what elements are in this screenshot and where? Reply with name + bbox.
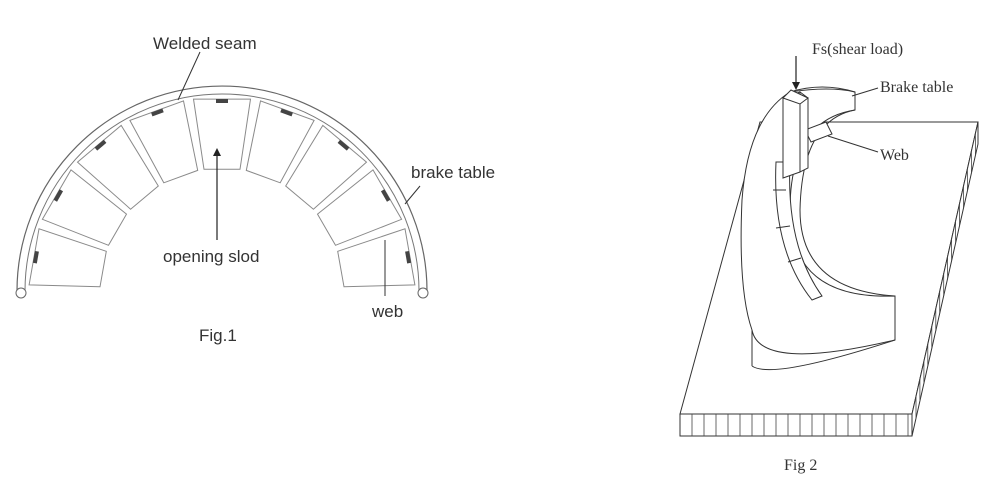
base-plate-side-ticks: [915, 133, 976, 419]
web-segment: [316, 169, 403, 246]
web-segment: [129, 100, 199, 184]
leader-brake-table: [404, 185, 421, 205]
weld-mark: [151, 108, 164, 117]
caption-fig2: Fig 2: [784, 457, 817, 474]
brake-table-arc: [16, 85, 428, 292]
base-plate-front-ticks: [691, 414, 909, 436]
caption-fig1: Fig.1: [199, 326, 237, 345]
welded-seam-marks: [32, 99, 412, 264]
weld-mark: [405, 250, 412, 264]
leader-brake-table-fig2: [851, 87, 879, 97]
label-welded-seam: Welded seam: [153, 34, 257, 53]
base-plate-top: [679, 121, 979, 415]
brake-table-bottom-curve: [751, 339, 896, 371]
shear-load-block-top: [782, 89, 809, 105]
base-plate-front: [679, 413, 913, 437]
web-strip-seam-2: [775, 225, 791, 229]
label-brake-table-fig1: brake table: [411, 163, 495, 182]
weld-mark: [216, 99, 228, 103]
weld-mark: [32, 250, 39, 264]
web-segment: [192, 98, 252, 170]
brake-table-end-right: [417, 287, 429, 299]
brake-table-end-left: [15, 287, 27, 299]
label-web-fig2: Web: [880, 147, 909, 164]
shear-load-block-front: [782, 91, 801, 179]
leader-web-fig2: [827, 135, 879, 153]
web-strip: [775, 161, 823, 301]
weld-mark: [94, 139, 107, 151]
label-web-fig1: web: [371, 302, 403, 321]
weld-mark: [280, 108, 293, 117]
label-brake-table-fig2: Brake table: [880, 79, 953, 96]
label-opening-slot: opening slod: [163, 247, 259, 266]
brake-table-arc-inner: [24, 93, 420, 292]
brake-table-top-edge: [789, 86, 856, 93]
web-strip-seam-3: [787, 257, 802, 263]
leader-welded-seam: [177, 51, 201, 101]
weld-mark: [53, 189, 64, 202]
web-tab: [804, 121, 833, 143]
web-segment: [337, 228, 416, 288]
web-segment: [41, 169, 128, 246]
figure-2: [679, 56, 979, 437]
weld-mark: [380, 189, 391, 202]
shear-load-block-side: [799, 91, 809, 173]
base-plate-side: [911, 121, 979, 437]
web-segment: [28, 228, 107, 288]
figure-1: Welded seam brake table opening slod web…: [15, 34, 495, 345]
label-shear-load: Fs(shear load): [812, 41, 903, 58]
web-segment: [245, 100, 315, 184]
weld-mark: [337, 139, 350, 151]
